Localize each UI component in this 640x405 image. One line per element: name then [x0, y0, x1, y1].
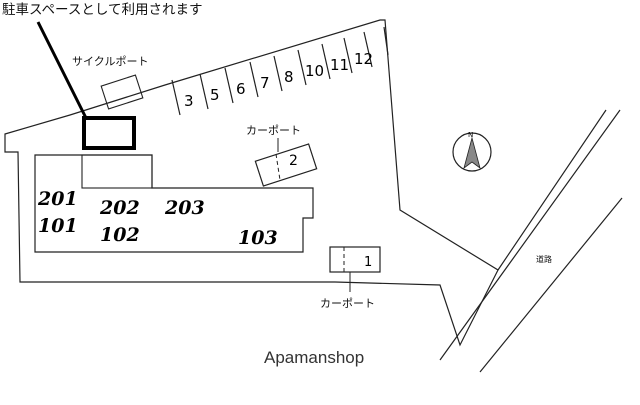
unit-101: 101: [38, 215, 78, 237]
cycle-port-label: サイクルポート: [72, 55, 148, 68]
parking-number-3: 3: [184, 92, 194, 110]
carport-lower-label: カーポート: [320, 297, 375, 310]
carport-upper-number: 2: [289, 153, 298, 169]
unit-102: 102: [100, 224, 140, 246]
svg-text:N: N: [468, 131, 473, 139]
apamanshop-watermark: Apamanshop: [264, 348, 364, 367]
annotation-text: 駐車スペースとして利用されます: [2, 2, 202, 18]
carport-lower: [329, 246, 381, 273]
parking-number-7: 7: [260, 74, 270, 92]
road-edge-right: [479, 197, 623, 373]
carport-upper-divider: [275, 153, 281, 181]
designated-parking-space: [82, 116, 136, 150]
parking-numbers: 3 5 6 7 8 10 11 12: [184, 50, 373, 110]
annotation-pointer-line: [36, 21, 88, 119]
road-label: 道路: [536, 254, 552, 264]
parking-stalls: [171, 26, 389, 116]
unit-201: 201: [37, 188, 78, 210]
parking-number-5: 5: [210, 86, 220, 104]
carport-lower-number: 1: [364, 255, 372, 270]
north-arrow-icon: N: [452, 131, 492, 172]
unit-103: 103: [238, 227, 278, 249]
road-edge-upper: [497, 109, 607, 271]
carport-upper-label: カーポート: [246, 124, 301, 137]
parking-number-8: 8: [284, 68, 294, 86]
unit-202: 202: [99, 197, 140, 219]
parking-number-12: 12: [354, 50, 373, 68]
cycle-port-structure: [100, 74, 144, 110]
parking-number-6: 6: [236, 80, 246, 98]
unit-203: 203: [164, 197, 205, 219]
road-edge-left: [439, 109, 621, 361]
carport-upper: [254, 143, 318, 187]
parking-number-11: 11: [330, 56, 349, 74]
parking-number-10: 10: [305, 62, 324, 80]
building-annex: [81, 154, 153, 189]
